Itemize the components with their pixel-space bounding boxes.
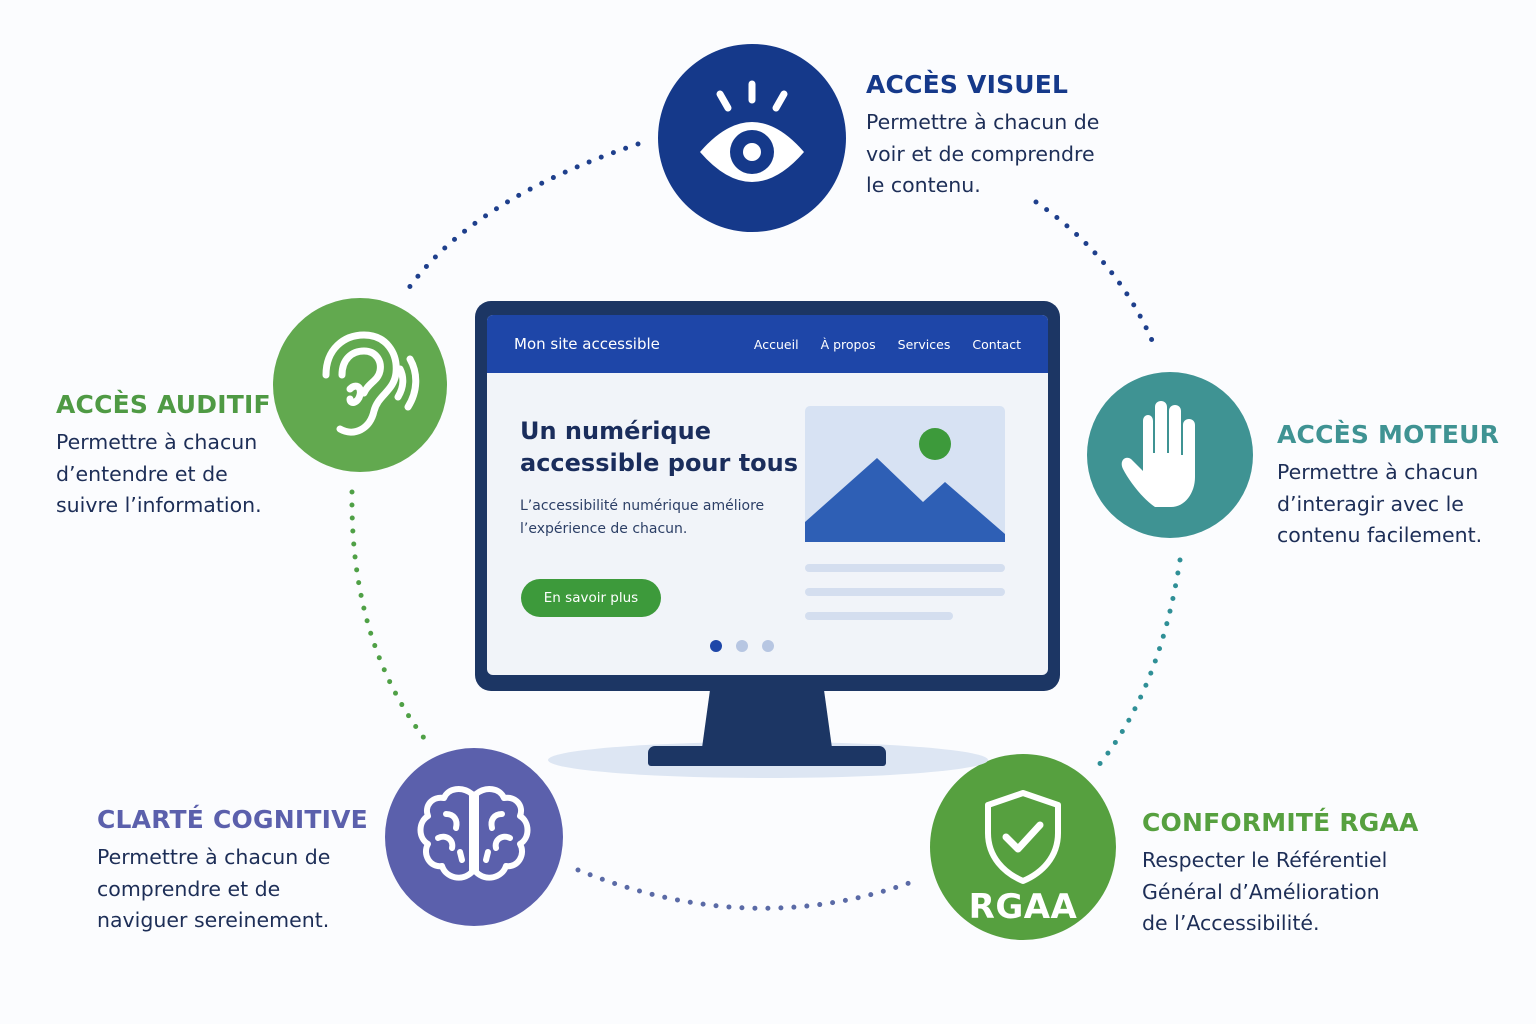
monitor-base	[648, 746, 886, 766]
motor-circle	[1087, 372, 1253, 538]
nav-link-accueil[interactable]: Accueil	[753, 337, 799, 352]
visual-circle	[658, 44, 846, 232]
visual-text: ACCÈS VISUEL Permettre à chacun de voir …	[866, 70, 1099, 202]
hand-icon	[1121, 401, 1195, 507]
ear-icon	[322, 331, 420, 436]
motor-text: ACCÈS MOTEUR Permettre à chacun d’intera…	[1277, 420, 1499, 552]
rgaa-circle: RGAA	[930, 754, 1116, 940]
carousel-dot[interactable]	[762, 640, 774, 652]
motor-title: ACCÈS MOTEUR	[1277, 420, 1500, 449]
visual-desc: Permettre à chacun de voir et de compren…	[866, 110, 1100, 197]
site-navbar: Mon site accessible Accueil À propos Ser…	[487, 315, 1048, 373]
carousel-dot[interactable]	[710, 640, 722, 652]
monitor: Mon site accessible Accueil À propos Ser…	[475, 301, 1060, 691]
shield-check-icon	[985, 790, 1061, 884]
website-mockup: Mon site accessible Accueil À propos Ser…	[487, 315, 1048, 675]
learn-more-button[interactable]: En savoir plus	[521, 579, 661, 617]
auditory-circle	[273, 298, 447, 472]
cognitive-text: CLARTÉ COGNITIVE Permettre à chacun de c…	[97, 805, 368, 937]
brain-icon	[417, 786, 531, 881]
eye-icon	[700, 80, 804, 182]
site-title[interactable]: Mon site accessible	[514, 335, 660, 353]
arc-cognitive-rgaa	[575, 867, 915, 911]
placeholder-line	[805, 612, 953, 620]
arc-motor-rgaa	[1095, 557, 1183, 769]
cognitive-circle	[385, 748, 563, 926]
arc-visual-motor	[1033, 199, 1159, 353]
nav-links: Accueil À propos Services Contact	[754, 337, 1021, 352]
cognitive-title: CLARTÉ COGNITIVE	[97, 805, 368, 834]
nav-link-a-propos[interactable]: À propos	[820, 337, 876, 352]
auditory-text: ACCÈS AUDITIF Permettre à chacun d’enten…	[56, 390, 271, 522]
rgaa-text: CONFORMITÉ RGAA Respecter le Référentiel…	[1142, 808, 1419, 940]
placeholder-line	[805, 564, 1005, 572]
motor-desc: Permettre à chacun d’interagir avec le c…	[1277, 460, 1483, 547]
visual-title: ACCÈS VISUEL	[866, 70, 1069, 99]
nav-link-services[interactable]: Services	[897, 337, 951, 352]
placeholder-line	[805, 588, 1005, 596]
arc-visual-auditory	[403, 141, 641, 295]
arc-auditory-cognitive	[349, 489, 427, 741]
rgaa-desc: Respecter le Référentiel Général d’Améli…	[1142, 848, 1388, 935]
image-placeholder-icon	[805, 406, 1005, 542]
hero-title: Un numérique accessible pour tous	[520, 417, 799, 477]
nav-link-contact[interactable]: Contact	[972, 337, 1021, 352]
carousel-dot[interactable]	[736, 640, 748, 652]
auditory-desc: Permettre à chacun d’entendre et de suiv…	[56, 430, 262, 517]
auditory-title: ACCÈS AUDITIF	[56, 390, 271, 419]
rgaa-title: CONFORMITÉ RGAA	[1142, 808, 1419, 837]
monitor-stand	[702, 690, 832, 748]
rgaa-badge: RGAA	[968, 887, 1078, 927]
hero-text: L’accessibilité numérique améliore l’exp…	[520, 498, 765, 537]
cognitive-desc: Permettre à chacun de comprendre et de n…	[97, 845, 331, 932]
